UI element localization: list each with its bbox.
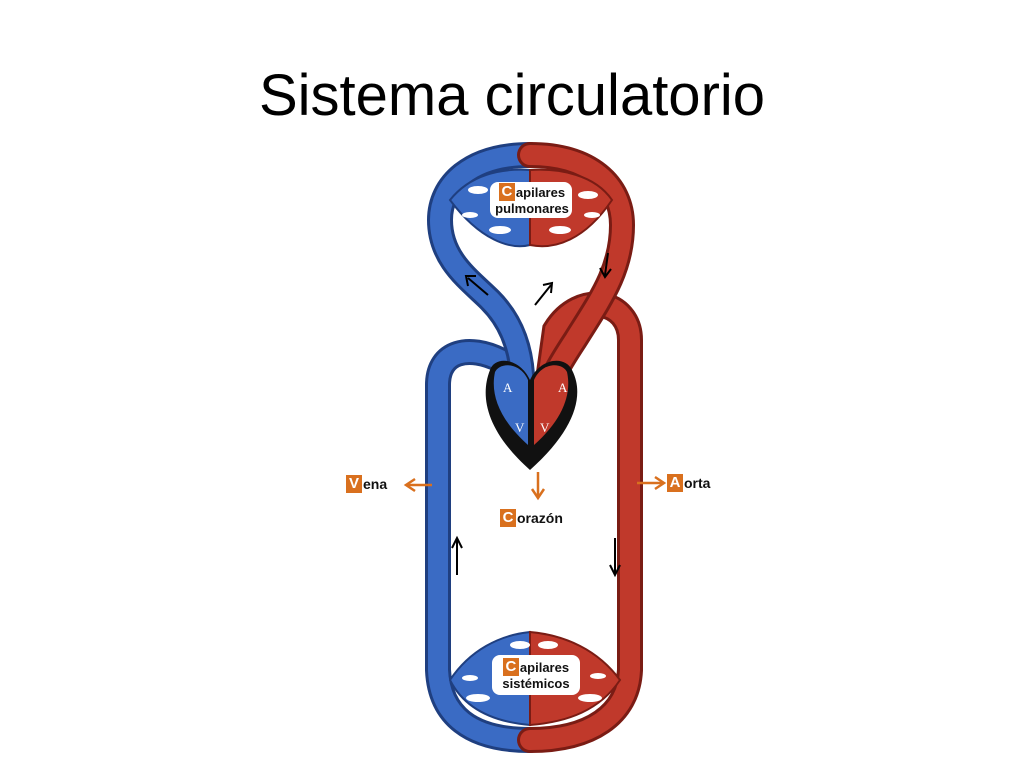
chamber-left-ventricle: V (515, 420, 525, 435)
label-text-line2: pulmonares (495, 201, 569, 216)
label-badge: C (500, 509, 516, 527)
label-badge: C (498, 183, 515, 201)
label-text: ena (363, 476, 388, 492)
heart (485, 360, 578, 470)
label-badge: V (346, 475, 362, 493)
chamber-right-atrium: A (558, 380, 568, 395)
flow-arrows (451, 252, 621, 578)
label-text: orazón (517, 510, 563, 526)
label-text: apilares (515, 184, 566, 200)
label-text: orta (684, 475, 711, 491)
label-badge: C (502, 658, 519, 676)
label-badge: A (667, 474, 683, 492)
label-text: apilares (519, 659, 570, 675)
chamber-left-atrium: A (503, 380, 513, 395)
label-text-line2: sistémicos (502, 676, 570, 691)
chamber-right-ventricle: V (540, 420, 550, 435)
label-pointer-arrows (403, 472, 667, 501)
slide-title: Sistema circulatorio (258, 63, 766, 128)
systemic-capillary-bed (448, 630, 622, 727)
